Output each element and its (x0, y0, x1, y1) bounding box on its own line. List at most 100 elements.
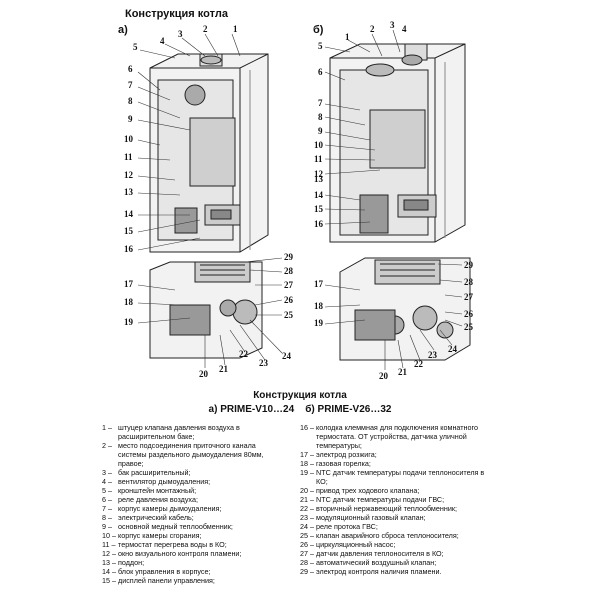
legend-text: электрод розжига; (316, 450, 377, 459)
legend-text: модуляционный газовый клапан; (316, 513, 426, 522)
legend-item: 25 –клапан аварийного сброса теплоносите… (300, 531, 490, 540)
callout-b-9: 9 (318, 126, 323, 136)
callout-b-13: 13 (314, 174, 324, 184)
callout-a-17: 17 (124, 279, 134, 289)
legend-number: 22 – (300, 504, 314, 513)
callouts-a: 1 2 3 4 5 6 7 8 9 10 11 12 13 14 15 16 1… (124, 24, 294, 379)
legend-number: 5 – (102, 486, 112, 495)
legend-number: 15 – (102, 576, 116, 585)
legend-text: привод трех ходового клапана; (316, 486, 420, 495)
callout-a-19: 19 (124, 317, 134, 327)
callout-a-10: 10 (124, 134, 134, 144)
legend-number: 26 – (300, 540, 314, 549)
callout-a-18: 18 (124, 297, 134, 307)
callout-a-12: 12 (124, 170, 134, 180)
legend-item: 15 –дисплей панели управления; (102, 576, 280, 585)
callout-a-22: 22 (239, 349, 249, 359)
legend-text: электрический кабель; (118, 513, 194, 522)
legend-item: 19 –NTC датчик температуры подачи теплон… (300, 468, 490, 486)
callout-a-26: 26 (284, 295, 294, 305)
legend-item: 14 –блок управления в корпусе; (102, 567, 280, 576)
callout-b-18: 18 (314, 301, 324, 311)
legend-text: кронштейн монтажный; (118, 486, 197, 495)
caption-models: а) PRIME-V10…24 б) PRIME-V26…32 (208, 404, 392, 415)
callout-b-29: 29 (464, 260, 474, 270)
legend-item: 6 – реле давления воздуха; (102, 495, 280, 504)
legend-item: 3 – бак расширительный; (102, 468, 280, 477)
callout-a-8: 8 (128, 96, 133, 106)
callout-b-28: 28 (464, 277, 474, 287)
legend-item: 5 – кронштейн монтажный; (102, 486, 280, 495)
legend-text: поддон; (118, 558, 145, 567)
leader-lines (137, 29, 463, 370)
legend-item: 20 –привод трех ходового клапана; (300, 486, 490, 495)
legend-number: 25 – (300, 531, 314, 540)
legend-item: 11 –термостат перегрева воды в КО; (102, 540, 280, 549)
legend-item: 7 – корпус камеры дымоудаления; (102, 504, 280, 513)
callout-a-24: 24 (282, 351, 292, 361)
legend-number: 2 – (102, 441, 112, 450)
legend-text: циркуляционный насос; (316, 540, 396, 549)
callout-b-22: 22 (414, 359, 424, 369)
callout-b-16: 16 (314, 219, 324, 229)
legend-item: 12 –окно визуального контроля пламени; (102, 549, 280, 558)
callout-b-19: 19 (314, 318, 324, 328)
legend-item: 8 –электрический кабель; (102, 513, 280, 522)
legend-text: вентилятор дымоудаления; (118, 477, 211, 486)
legend-item: 9 –основной медный теплообменник; (102, 522, 280, 531)
callout-b-1: 1 (345, 32, 350, 42)
legend-number: 28 – (300, 558, 314, 567)
legend-number: 4 – (102, 477, 112, 486)
legend-text: корпус камеры дымоудаления; (118, 504, 222, 513)
legend-item: 17 –электрод розжига; (300, 450, 490, 459)
callout-b-4: 4 (402, 24, 407, 34)
callout-a-25: 25 (284, 310, 294, 320)
legend-item: 23 –модуляционный газовый клапан; (300, 513, 490, 522)
legend-number: 6 – (102, 495, 112, 504)
callout-a-9: 9 (128, 114, 133, 124)
boiler-b-upper (329, 43, 466, 243)
callout-a-29: 29 (284, 252, 294, 262)
legend-item: 28 –автоматический воздушный клапан; (300, 558, 490, 567)
callout-b-3: 3 (390, 20, 395, 30)
legend-number: 19 – (300, 468, 314, 477)
callout-b-26: 26 (464, 309, 474, 319)
legend-number: 3 – (102, 468, 112, 477)
legend-item: 10 –корпус камеры сгорания; (102, 531, 280, 540)
callout-b-5: 5 (318, 41, 323, 51)
callout-b-7: 7 (318, 98, 323, 108)
callout-a-7: 7 (128, 80, 133, 90)
legend-right: 16 –колодка клеммная для подключения ком… (300, 423, 490, 576)
callout-a-6: 6 (128, 64, 133, 74)
callout-b-21: 21 (398, 367, 408, 377)
callout-b-24: 24 (448, 344, 458, 354)
legend-text: бак расширительный; (118, 468, 191, 477)
legend-item: 16 –колодка клеммная для подключения ком… (300, 423, 490, 450)
callout-a-16: 16 (124, 244, 134, 254)
boiler-b-lower (339, 257, 471, 361)
legend-number: 29 – (300, 567, 314, 576)
legend-text: дисплей панели управления; (118, 576, 215, 585)
legend-text: окно визуального контроля пламени; (118, 549, 242, 558)
callout-a-21: 21 (219, 364, 229, 374)
legend-item: 1 –штуцер клапана давления воздуха в рас… (102, 423, 280, 441)
boiler-a-lower (149, 261, 263, 359)
callout-a-4: 4 (160, 36, 165, 46)
legend-text: NTC датчик температуры подачи ГВС; (316, 495, 445, 504)
legend-text: блок управления в корпусе; (118, 567, 211, 576)
callout-a-13: 13 (124, 187, 134, 197)
legend-text: газовая горелка; (316, 459, 371, 468)
legend-number: 7 – (102, 504, 112, 513)
callout-b-15: 15 (314, 204, 324, 214)
legend-text: реле давления воздуха; (118, 495, 198, 504)
legend-text: вторичный нержавеющий теплообменник; (316, 504, 457, 513)
callout-a-3: 3 (178, 29, 183, 39)
legend-number: 12 – (102, 549, 116, 558)
callouts-b: 1 2 3 4 5 6 7 8 9 10 11 12 13 14 15 16 1… (314, 20, 474, 381)
legend-text: NTC датчик температуры подачи теплоносит… (316, 468, 485, 486)
legend-text: место подсоединения приточного канала си… (118, 441, 264, 468)
callout-b-27: 27 (464, 292, 474, 302)
legend-item: 24 –реле протока ГВС; (300, 522, 490, 531)
legend-number: 24 – (300, 522, 314, 531)
legend-item: 4 – вентилятор дымоудаления; (102, 477, 280, 486)
